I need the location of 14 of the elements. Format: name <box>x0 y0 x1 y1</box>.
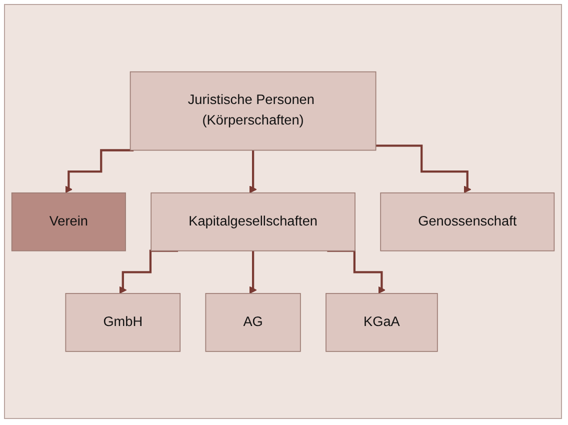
node-box <box>11 192 126 252</box>
node-box <box>205 292 301 352</box>
node-box <box>130 71 376 151</box>
arrow <box>64 149 134 194</box>
arrow <box>249 149 257 194</box>
diagram-panel: Juristische Personen (Körperschaften) Verein Kapitalgesellschaften Genossenschaft GmbH AG KGaA <box>4 4 562 419</box>
node-box <box>65 292 181 352</box>
node-box <box>150 192 356 252</box>
arrow <box>376 144 472 194</box>
arrow <box>249 250 257 294</box>
arrow <box>327 250 386 294</box>
arrow <box>119 250 178 294</box>
node-box <box>380 192 555 252</box>
node-box <box>326 292 438 352</box>
